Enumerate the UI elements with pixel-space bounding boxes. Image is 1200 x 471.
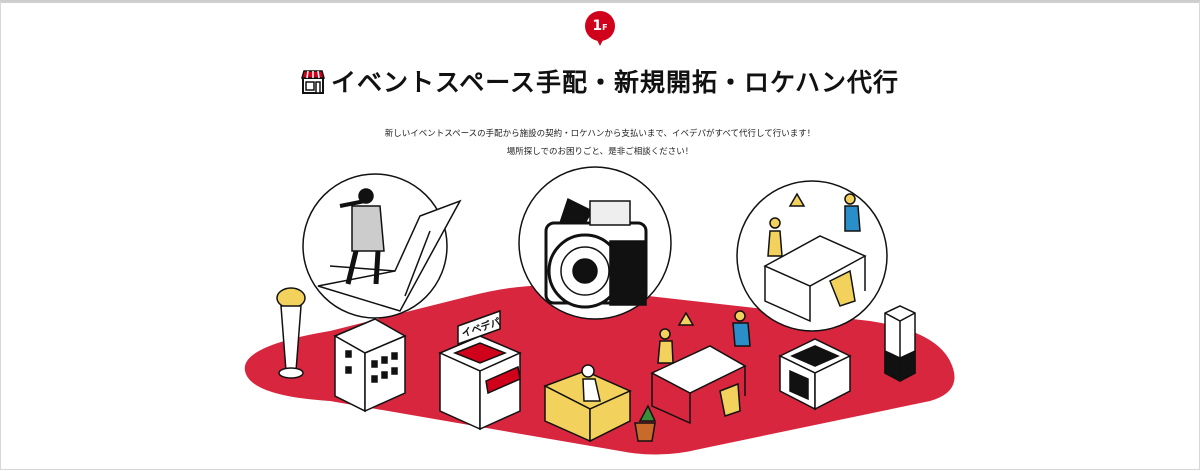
sofa-scene bbox=[543, 364, 657, 443]
section-title: イベントスペース手配・新規開拓・ロケハン代行 bbox=[0, 63, 1200, 99]
shop-icon bbox=[300, 70, 325, 94]
red-floor bbox=[244, 285, 955, 455]
scene-meeting bbox=[736, 180, 888, 332]
event-depa-shop: イベデパ bbox=[438, 309, 522, 431]
scene-camera bbox=[518, 166, 672, 320]
description: 新しいイベントスペースの手配から施設の契約・ロケハンから支払いまで、イベデパがす… bbox=[0, 125, 1200, 161]
garage-building bbox=[778, 338, 852, 411]
desk-scene bbox=[650, 310, 751, 425]
stacked-boxes bbox=[884, 305, 916, 382]
lighthouse bbox=[276, 287, 306, 379]
floor-suffix: F bbox=[602, 23, 608, 32]
scene-spyglass bbox=[302, 173, 462, 319]
office-building bbox=[333, 318, 407, 413]
description-line-2: 場所探しでのお困りごと、是非ご相談ください！ bbox=[506, 147, 694, 157]
title-text: イベントスペース手配・新規開拓・ロケハン代行 bbox=[330, 68, 899, 97]
floor-badge: 1F bbox=[585, 11, 615, 46]
description-line-1: 新しいイベントスペースの手配から施設の契約・ロケハンから支払いまで、イベデパがす… bbox=[384, 129, 816, 139]
floor-number: 1 bbox=[592, 18, 603, 34]
